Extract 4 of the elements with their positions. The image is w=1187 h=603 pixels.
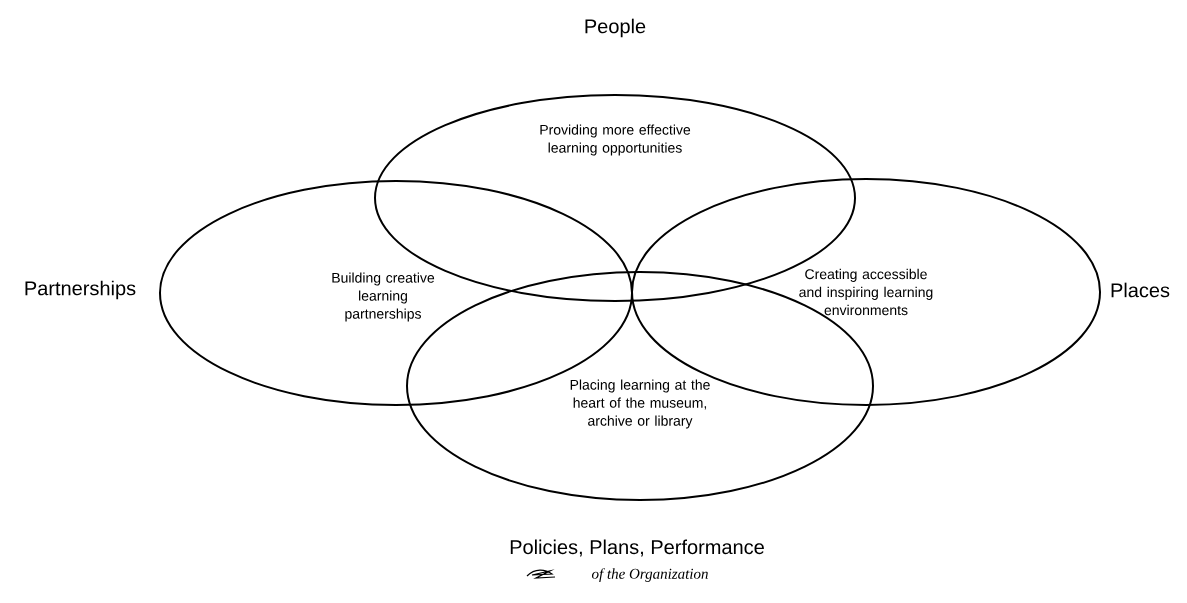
- outer-label: People: [585, 18, 646, 38]
- outer-label: Policies, Plans, Performance: [510, 539, 764, 557]
- outer-label: Partnerships: [25, 280, 136, 300]
- outer-label: of the Organization: [591, 568, 708, 582]
